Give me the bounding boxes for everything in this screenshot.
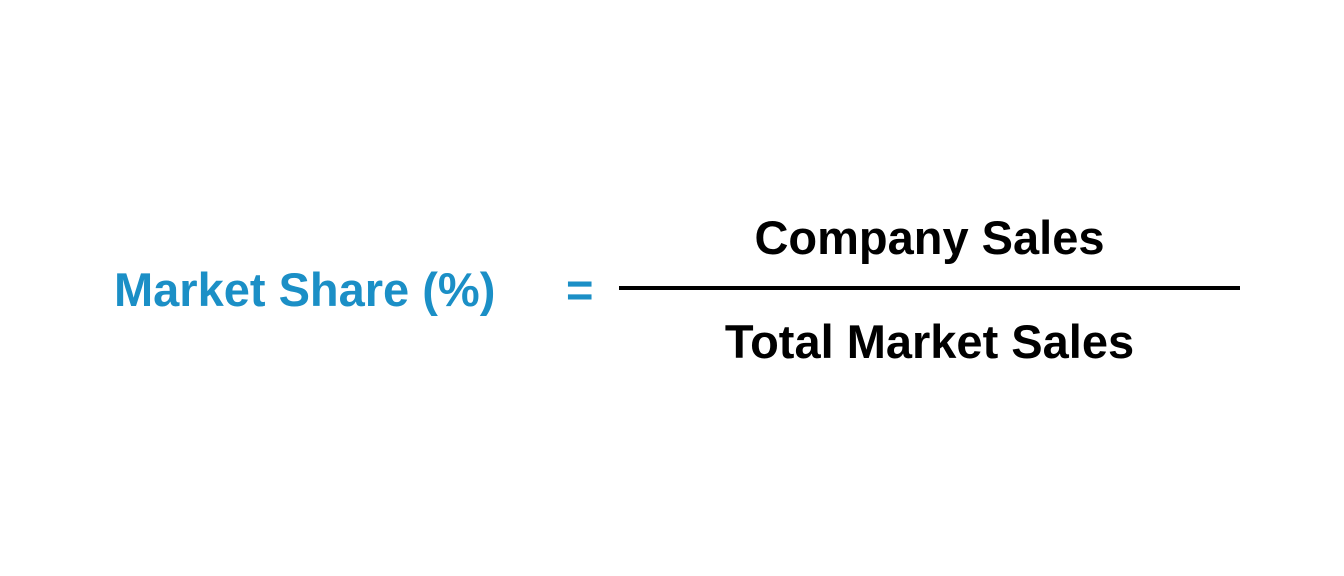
fraction-bar <box>619 286 1240 290</box>
formula-denominator: Total Market Sales <box>724 315 1135 368</box>
formula-lhs: Market Share (%) <box>114 263 496 316</box>
formula-numerator: Company Sales <box>754 211 1105 264</box>
equals-sign: = <box>566 263 594 316</box>
